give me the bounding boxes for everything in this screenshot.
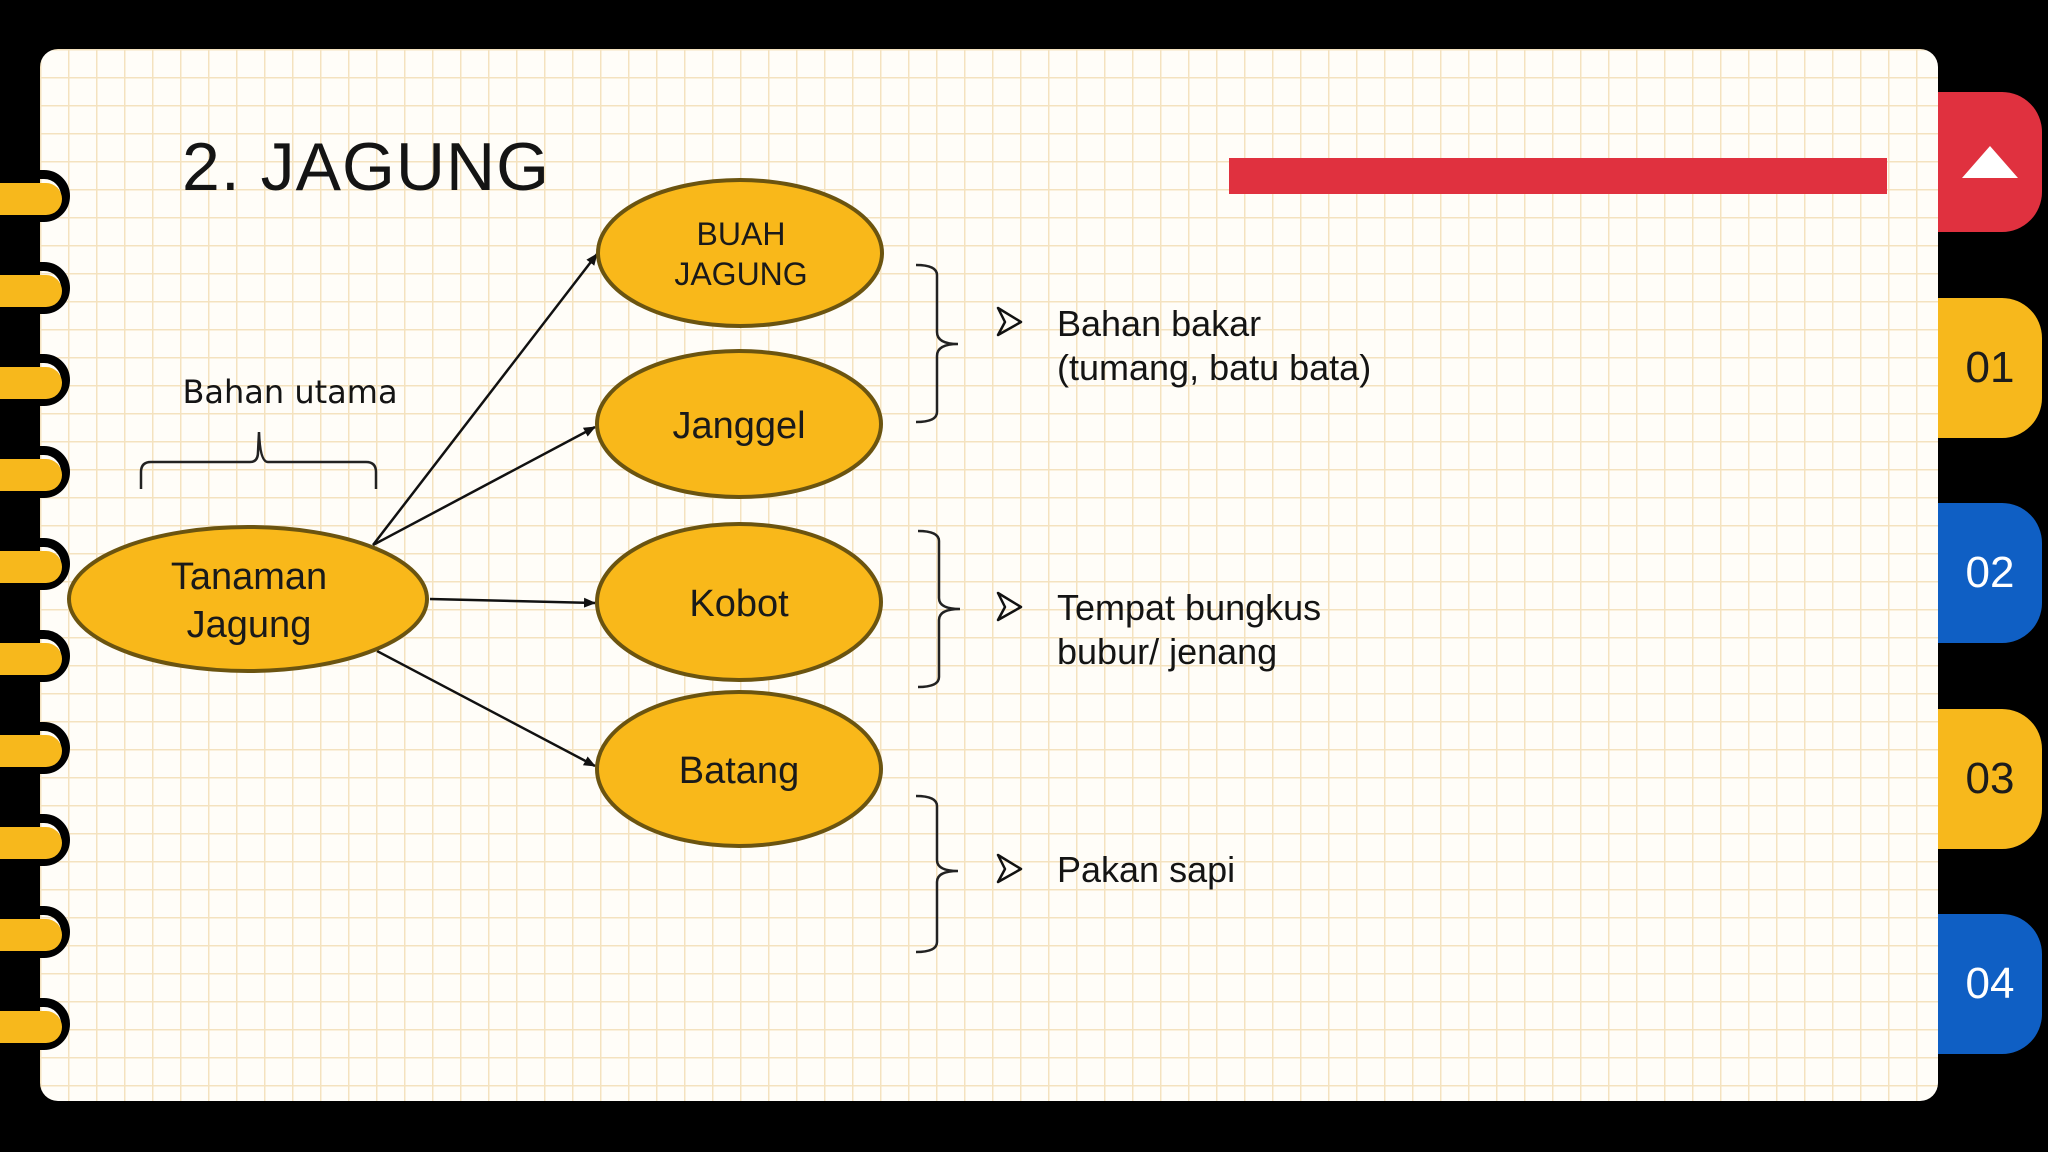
use-item-line: Pakan sapi	[1057, 849, 1236, 890]
node-buah-jagung-line2: JAGUNG	[674, 256, 807, 292]
use-item-line: bubur/ jenang	[1057, 631, 1278, 672]
binder-ring	[0, 446, 72, 498]
root-annotation-label: Bahan utama	[182, 373, 397, 411]
nav-tab-label: 03	[1965, 754, 2015, 803]
node-janggel-label: Janggel	[672, 405, 805, 447]
triangle-up-icon	[1962, 146, 2018, 178]
arrow-to-janggel	[372, 425, 596, 547]
use-item-line: Bahan bakar	[1057, 303, 1262, 344]
arrowhead-bullet-icon	[996, 853, 1023, 884]
binder-ring	[0, 170, 72, 222]
node-batang	[595, 690, 883, 848]
grid-paper-background	[40, 49, 1938, 1101]
brace-group-3	[915, 794, 959, 954]
arrowhead-bullet-icon	[996, 306, 1023, 337]
root-annotation-brace	[139, 431, 378, 489]
arrowhead-bullet-icon	[996, 591, 1023, 622]
use-item-line: Tempat bungkus	[1057, 587, 1322, 628]
slide-title: 2. JAGUNG	[182, 129, 550, 205]
nav-tab-02[interactable]: 02	[1938, 503, 2042, 643]
arrow-to-batang	[376, 649, 596, 768]
node-tanaman-jagung-line2: Jagung	[187, 604, 312, 646]
binder-ring	[0, 262, 72, 314]
nav-tab-up[interactable]	[1938, 92, 2042, 232]
brace-group-1	[915, 263, 959, 424]
nav-tab-label: 01	[1965, 343, 2015, 392]
binder-ring	[0, 906, 72, 958]
use-item-3: Pakan sapi	[1057, 848, 1235, 892]
arrow-to-buah-jagung	[372, 253, 598, 546]
binder-ring	[0, 538, 72, 590]
node-buah-jagung-line1: BUAH	[697, 216, 786, 252]
node-kobot-label: Kobot	[689, 583, 789, 625]
binder-ring	[0, 814, 72, 866]
binder-ring	[0, 998, 72, 1050]
binder-ring	[0, 722, 72, 774]
brace-group-2	[917, 529, 961, 689]
nav-tab-01[interactable]: 01	[1938, 298, 2042, 438]
nav-tab-label: 04	[1965, 959, 2015, 1008]
node-batang-label: Batang	[679, 750, 799, 792]
binder-ring	[0, 630, 72, 682]
node-tanaman-jagung-line1: Tanaman	[171, 556, 327, 598]
binder-ring	[0, 354, 72, 406]
node-tanaman-jagung	[67, 525, 429, 673]
node-buah-jagung	[596, 178, 884, 328]
use-item-2: Tempat bungkus bubur/ jenang	[1057, 586, 1321, 674]
nav-tab-03[interactable]: 03	[1938, 709, 2042, 849]
use-item-line: (tumang, batu bata)	[1057, 347, 1372, 388]
node-janggel	[595, 349, 883, 499]
nav-tab-label: 02	[1965, 548, 2015, 597]
nav-tab-04[interactable]: 04	[1938, 914, 2042, 1054]
title-accent-bar	[1229, 158, 1887, 194]
arrow-to-kobot	[429, 597, 596, 608]
node-kobot	[595, 522, 883, 682]
use-item-1: Bahan bakar (tumang, batu bata)	[1057, 302, 1371, 390]
